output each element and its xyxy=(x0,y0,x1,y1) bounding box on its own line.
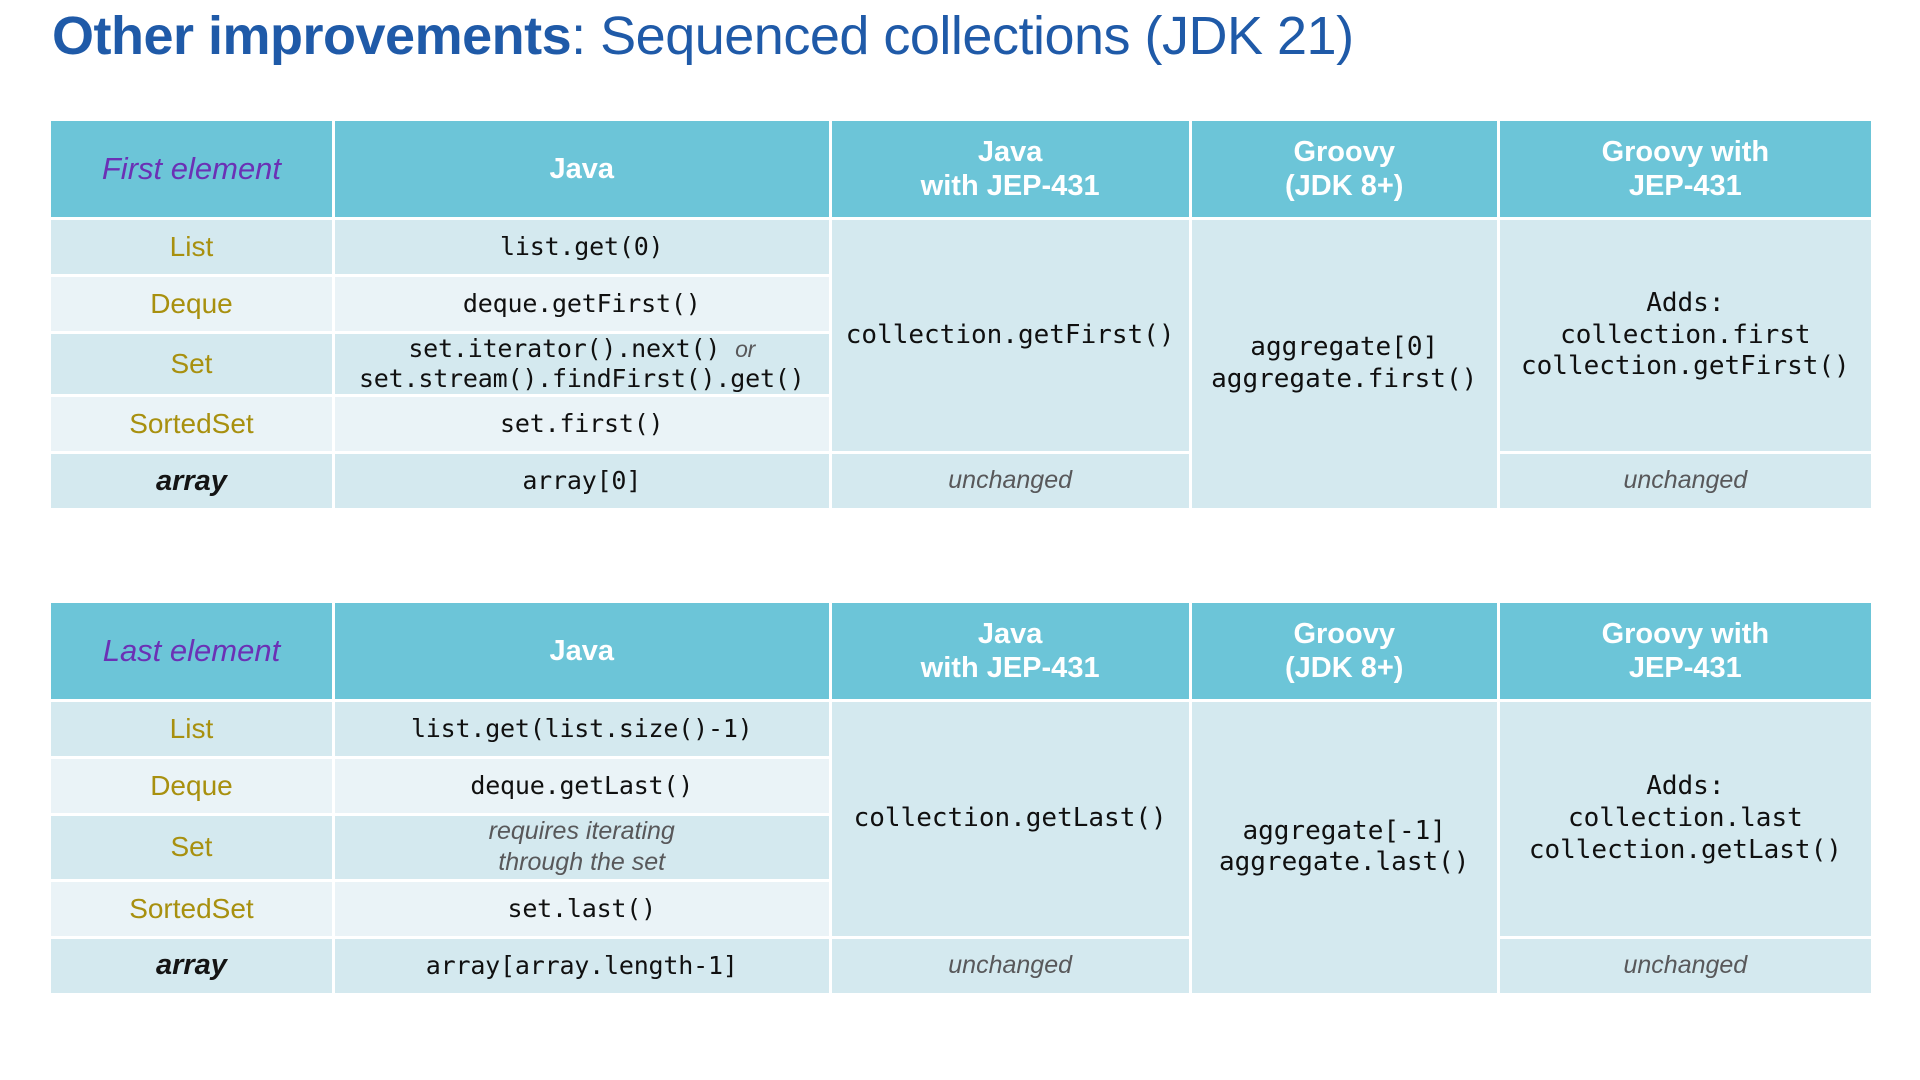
header-groovy-jep431-line1: Groovy with xyxy=(1601,135,1770,168)
cell-java-sortedset-2: set.last() xyxy=(334,881,829,936)
header-java-jep431-2: Java with JEP-431 xyxy=(831,603,1189,699)
cell-java-array-2: array[array.length-1] xyxy=(334,938,829,993)
cell-java-jep431-merged-2: collection.getLast() xyxy=(831,702,1189,936)
table-row: Set set.iterator().next() or set.stream(… xyxy=(51,334,1871,394)
table-row: array array[array.length-1] unchanged un… xyxy=(51,938,1871,993)
cell-java-deque: deque.getFirst() xyxy=(334,277,829,331)
page-title-rest: : Sequenced collections (JDK 21) xyxy=(571,6,1354,66)
table-row: List list.get(0) collection.getFirst() a… xyxy=(51,220,1871,508)
cell-java-set: set.iterator().next() or set.stream().fi… xyxy=(334,334,829,394)
row-category-sortedset-2: SortedSet xyxy=(51,881,332,936)
cell-java-jep431-array: unchanged xyxy=(831,454,1189,508)
first-element-table: First element Java Java with JEP-431 Gro… xyxy=(48,118,1874,511)
page-title-bold: Other improvements xyxy=(52,6,572,66)
header-java-jep431: Java with JEP-431 xyxy=(831,121,1189,217)
row-category-deque: Deque xyxy=(51,277,332,331)
table-header-row: Last element Java Java with JEP-431 Groo… xyxy=(51,603,1871,699)
row-category-array: array xyxy=(51,454,332,508)
cell-java-jep431-array-2: unchanged xyxy=(831,938,1189,993)
row-category-set: Set xyxy=(51,334,332,394)
header-java-jep431-line2: with JEP-431 xyxy=(920,170,1100,202)
table-row: Deque deque.getFirst() xyxy=(51,277,1871,331)
row-category-list: List xyxy=(51,220,332,274)
row-category-array-2: array xyxy=(51,938,332,993)
table-row: SortedSet set.last() xyxy=(51,881,1871,936)
table-row: SortedSet set.first() xyxy=(51,397,1871,451)
header-groovy-jep431: Groovy with JEP-431 xyxy=(1499,121,1871,217)
cell-groovy-jep431-merged-2: Adds: collection.last collection.getLast… xyxy=(1499,702,1871,936)
cell-groovy-merged-2: aggregate[-1] aggregate.last() xyxy=(1191,702,1497,993)
header-groovy-jdk8-2-line2: (JDK 8+) xyxy=(1284,652,1404,684)
header-java: Java xyxy=(334,121,829,217)
cell-groovy-jep431-merged: Adds: collection.first collection.getFir… xyxy=(1499,220,1871,451)
cell-java-array: array[0] xyxy=(334,454,829,508)
table-row: List list.get(list.size()-1) collection.… xyxy=(51,702,1871,993)
table-row: Deque deque.getLast() xyxy=(51,759,1871,813)
header-groovy-jep431-line2: JEP-431 xyxy=(1628,170,1742,202)
header-groovy-jep431-2: Groovy with JEP-431 xyxy=(1499,603,1871,699)
row-category-list-2: List xyxy=(51,702,332,756)
header-groovy-jdk8-2-line1: Groovy xyxy=(1293,617,1395,650)
cell-java-deque-2: deque.getLast() xyxy=(334,759,829,813)
page-title: Other improvements: Sequenced collection… xyxy=(52,8,1892,65)
cell-groovy-jep431-array: unchanged xyxy=(1499,454,1871,508)
cell-java-set-line2: set.stream().findFirst().get() xyxy=(358,364,805,393)
header-groovy-jep431-2-line1: Groovy with xyxy=(1601,617,1770,650)
header-groovy-jep431-2-line2: JEP-431 xyxy=(1628,652,1742,684)
header-java-jep431-2-line1: Java xyxy=(977,617,1043,650)
cell-groovy-jep431-array-2: unchanged xyxy=(1499,938,1871,993)
header-java-2-line1: Java xyxy=(549,634,614,667)
header-first-element-label: First element xyxy=(51,121,332,217)
header-java-jep431-line1: Java xyxy=(977,135,1043,168)
cell-groovy-merged: aggregate[0] aggregate.first() xyxy=(1191,220,1497,508)
row-category-sortedset: SortedSet xyxy=(51,397,332,451)
cell-java-sortedset: set.first() xyxy=(334,397,829,451)
header-last-element-label: Last element xyxy=(51,603,332,699)
row-category-deque-2: Deque xyxy=(51,759,332,813)
header-java-jep431-2-line2: with JEP-431 xyxy=(920,652,1100,684)
cell-java-set-2: requires iterating through the set xyxy=(334,816,829,879)
header-groovy-jdk8-line2: (JDK 8+) xyxy=(1284,170,1404,202)
table-row: array array[0] unchanged unchanged xyxy=(51,454,1871,508)
header-groovy-jdk8-line1: Groovy xyxy=(1293,135,1395,168)
table-header-row: First element Java Java with JEP-431 Gro… xyxy=(51,121,1871,217)
cell-java-list-2: list.get(list.size()-1) xyxy=(334,702,829,756)
header-java-2: Java xyxy=(334,603,829,699)
cell-java-set-line1: set.iterator().next() or xyxy=(408,334,756,363)
table-row: Set requires iterating through the set xyxy=(51,816,1871,879)
cell-java-list: list.get(0) xyxy=(334,220,829,274)
cell-java-jep431-merged: collection.getFirst() xyxy=(831,220,1189,451)
header-groovy-jdk8-2: Groovy (JDK 8+) xyxy=(1191,603,1497,699)
row-category-set-2: Set xyxy=(51,816,332,879)
last-element-table: Last element Java Java with JEP-431 Groo… xyxy=(48,600,1874,996)
header-java-line1: Java xyxy=(549,152,614,185)
header-groovy-jdk8: Groovy (JDK 8+) xyxy=(1191,121,1497,217)
